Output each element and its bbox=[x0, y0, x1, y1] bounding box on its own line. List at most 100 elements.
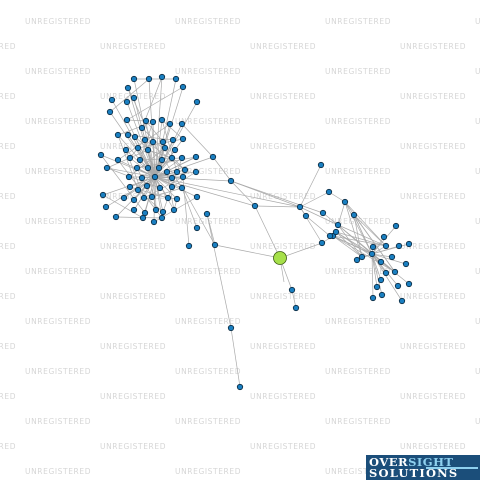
graph-edge bbox=[335, 231, 363, 258]
graph-node bbox=[178, 120, 186, 128]
graph-node bbox=[134, 186, 142, 194]
graph-edge bbox=[102, 194, 144, 219]
graph-node bbox=[130, 94, 138, 102]
graph-node bbox=[193, 193, 201, 201]
graph-node bbox=[179, 173, 187, 181]
graph-node bbox=[120, 194, 128, 202]
graph-node bbox=[130, 75, 138, 83]
graph-node bbox=[158, 156, 166, 164]
graph-node bbox=[166, 120, 174, 128]
logo-word-over: OVER bbox=[369, 455, 409, 469]
logo-line-2: SOLUTIONS bbox=[369, 466, 459, 480]
graph-node bbox=[173, 168, 181, 176]
graph-node bbox=[161, 144, 169, 152]
graph-edge bbox=[117, 134, 139, 191]
graph-edge bbox=[344, 201, 373, 255]
graph-edge bbox=[136, 167, 153, 198]
graph-edge bbox=[106, 167, 156, 178]
graph-node bbox=[142, 117, 150, 125]
graph-edge bbox=[126, 101, 156, 178]
graph-edge bbox=[123, 157, 173, 199]
graph-edge bbox=[344, 201, 387, 247]
graph-node bbox=[382, 269, 390, 277]
graph-edge bbox=[337, 224, 363, 258]
graph-node bbox=[209, 153, 217, 161]
graph-node bbox=[141, 136, 149, 144]
graph-edge bbox=[322, 212, 339, 226]
graph-node bbox=[152, 206, 160, 214]
graph-edge bbox=[154, 156, 197, 178]
graph-node bbox=[131, 133, 139, 141]
graph-node bbox=[332, 228, 340, 236]
graph-edge bbox=[371, 236, 385, 255]
graph-edge bbox=[154, 176, 232, 182]
graph-node bbox=[159, 138, 167, 146]
graph-edge bbox=[100, 154, 146, 214]
graph-node bbox=[211, 241, 219, 249]
graph-node bbox=[159, 208, 167, 216]
graph-node bbox=[193, 224, 201, 232]
graph-node bbox=[317, 161, 325, 169]
graph-node bbox=[380, 233, 388, 241]
logo-accent-bar bbox=[426, 467, 478, 469]
graph-node bbox=[251, 202, 259, 210]
graph-edge bbox=[230, 180, 256, 207]
graph-edge bbox=[147, 149, 156, 178]
graph-edge bbox=[154, 157, 183, 178]
graph-edge bbox=[166, 171, 175, 211]
graph-edge bbox=[105, 176, 156, 208]
graph-edge bbox=[279, 242, 323, 259]
graph-edge bbox=[154, 176, 198, 198]
graph-edge bbox=[328, 191, 346, 203]
graph-edge bbox=[371, 253, 407, 265]
graph-edge bbox=[144, 139, 186, 171]
graph-node bbox=[150, 218, 158, 226]
graph-node bbox=[126, 183, 134, 191]
graph-node bbox=[377, 258, 385, 266]
graph-node bbox=[149, 138, 157, 146]
graph-edge bbox=[154, 157, 173, 178]
graph-edge bbox=[133, 176, 156, 211]
graph-node bbox=[158, 116, 166, 124]
graph-node bbox=[171, 146, 179, 154]
graph-node bbox=[382, 242, 390, 250]
graph-edge bbox=[206, 213, 232, 329]
graph-node bbox=[143, 182, 151, 190]
graph-edge bbox=[371, 243, 410, 255]
graph-edge bbox=[127, 87, 156, 178]
graph-node bbox=[369, 243, 377, 251]
graph-node bbox=[168, 183, 176, 191]
graph-node bbox=[181, 166, 189, 174]
graph-node bbox=[124, 131, 132, 139]
graph-node bbox=[325, 188, 333, 196]
node-layer bbox=[97, 73, 413, 391]
graph-node bbox=[373, 283, 381, 291]
graph-edge bbox=[230, 327, 241, 388]
graph-node bbox=[178, 154, 186, 162]
graph-node bbox=[319, 209, 327, 217]
graph-node bbox=[156, 184, 164, 192]
graph-node bbox=[192, 168, 200, 176]
graph-edge bbox=[299, 191, 330, 208]
graph-node bbox=[125, 173, 133, 181]
graph-edge bbox=[344, 201, 363, 258]
graph-edge bbox=[337, 201, 346, 226]
graph-node bbox=[358, 253, 366, 261]
graph-edge bbox=[137, 189, 164, 213]
graph-edge bbox=[109, 78, 150, 113]
graph-node bbox=[170, 206, 178, 214]
graph-node bbox=[179, 83, 187, 91]
graph-edge bbox=[332, 235, 373, 255]
graph-node bbox=[178, 184, 186, 192]
graph-edge bbox=[335, 231, 396, 273]
focus-entity-node bbox=[273, 251, 287, 265]
graph-node bbox=[334, 221, 342, 229]
graph-node bbox=[392, 222, 400, 230]
graph-node bbox=[173, 195, 181, 203]
graph-edge bbox=[126, 86, 184, 121]
oversight-solutions-logo: OVERSIGHT SOLUTIONS bbox=[366, 455, 480, 480]
graph-edge bbox=[153, 176, 156, 223]
graph-node bbox=[123, 116, 131, 124]
graph-edge bbox=[332, 235, 396, 273]
